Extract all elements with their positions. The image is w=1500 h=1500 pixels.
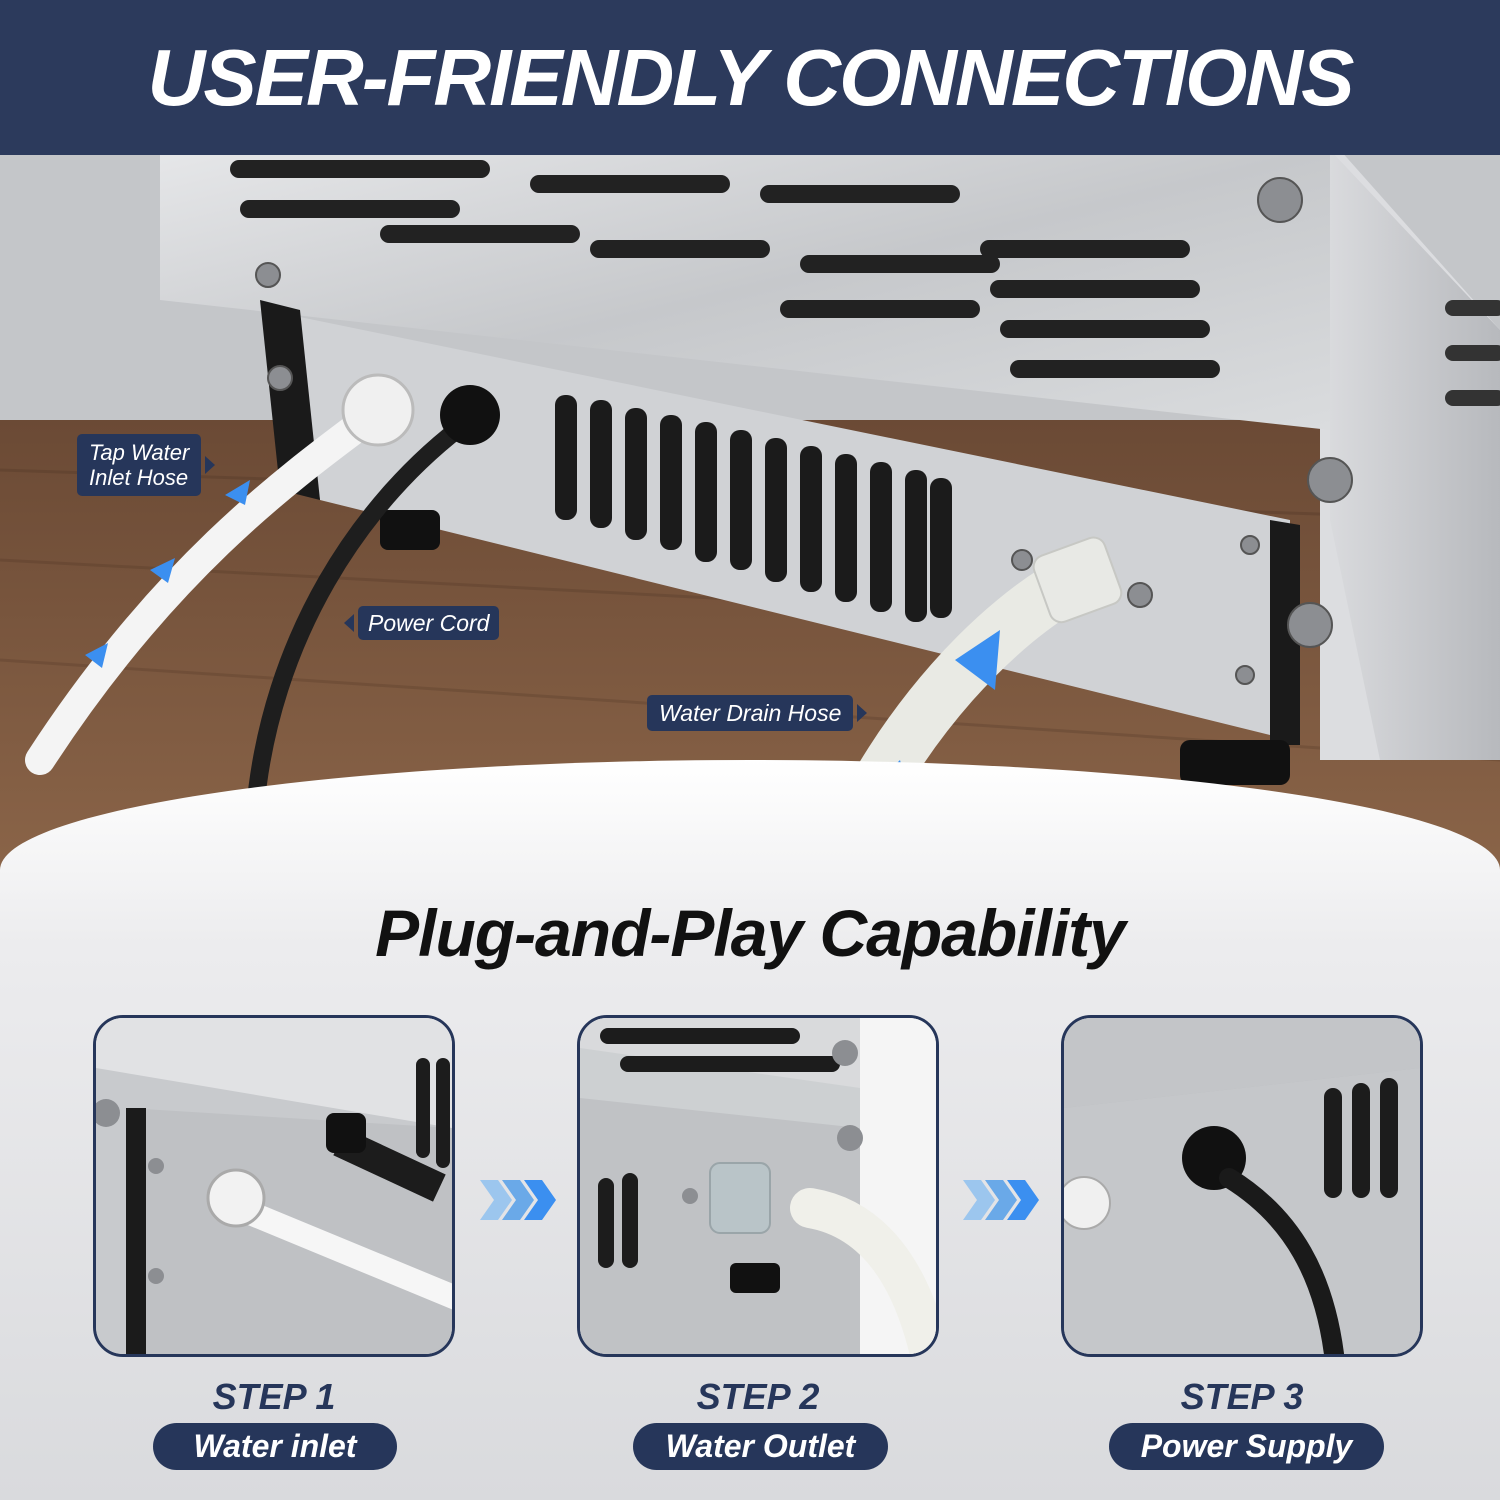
step-1-name: Water inlet xyxy=(153,1423,397,1470)
step-3-image xyxy=(1061,1015,1423,1357)
step-3-label: STEP 3 xyxy=(1180,1376,1304,1417)
section-subtitle: Plug-and-Play Capability xyxy=(375,896,1126,970)
chevron-right-icon xyxy=(963,1180,1039,1220)
pointer-triangle-icon xyxy=(205,456,216,474)
step-3-name: Power Supply xyxy=(1109,1423,1384,1470)
callout-tap-water-inlet-hose: Tap Water Inlet Hose xyxy=(77,434,216,496)
step-2-label: STEP 2 xyxy=(696,1376,820,1417)
water-inlet-closeup xyxy=(96,1018,452,1354)
callout-inlet-line1: Tap Water xyxy=(89,440,190,465)
callout-inlet-line2: Inlet Hose xyxy=(89,465,189,490)
callout-power-cord: Power Cord xyxy=(344,606,500,640)
header-banner: USER-FRIENDLY CONNECTIONS xyxy=(0,0,1500,155)
step-2-image xyxy=(577,1015,939,1357)
step-2-name: Water Outlet xyxy=(633,1423,888,1470)
pointer-triangle-icon xyxy=(344,614,354,632)
water-outlet-closeup xyxy=(580,1018,936,1354)
callout-power-label: Power Cord xyxy=(368,610,490,636)
page-title: USER-FRIENDLY CONNECTIONS xyxy=(147,32,1355,122)
callout-drain-label: Water Drain Hose xyxy=(659,700,842,726)
chevron-right-icon xyxy=(480,1180,556,1220)
step-1-label: STEP 1 xyxy=(212,1376,336,1417)
pointer-triangle-icon xyxy=(857,704,868,722)
power-supply-closeup xyxy=(1064,1018,1420,1354)
callout-water-drain-hose: Water Drain Hose xyxy=(647,695,868,731)
step-1-image xyxy=(93,1015,455,1357)
